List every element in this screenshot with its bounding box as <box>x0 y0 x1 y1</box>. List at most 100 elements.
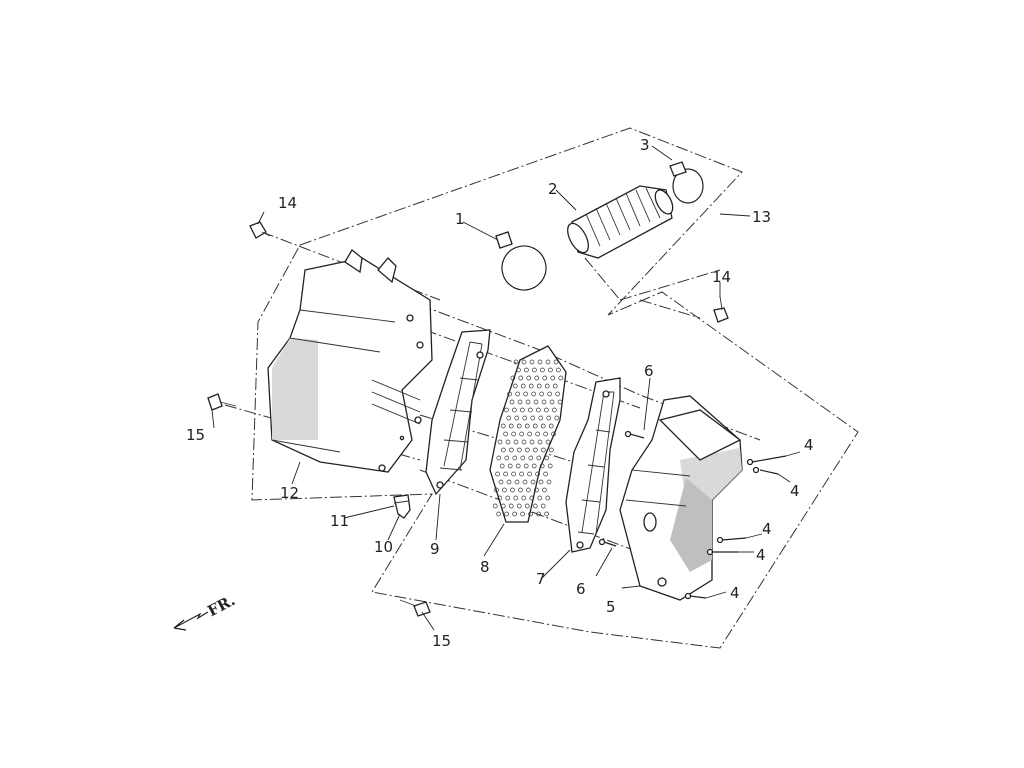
perforation-hole <box>511 431 516 437</box>
perforation-hole <box>508 423 514 429</box>
perforation-hole <box>505 439 511 445</box>
perforation-hole <box>519 431 524 437</box>
callout-13: 13 <box>752 208 771 226</box>
callout-4-b: 4 <box>790 482 800 500</box>
perforation-hole <box>532 367 537 373</box>
perforation-hole <box>557 399 563 405</box>
perforation-hole <box>549 447 554 453</box>
front-label: FR. <box>205 591 238 620</box>
perforation-hole <box>540 503 546 509</box>
perforation-hole <box>503 431 508 437</box>
hose-clamp-1 <box>495 231 547 291</box>
perforation-hole <box>516 423 522 429</box>
perforation-hole <box>512 511 517 517</box>
perforation-hole <box>513 495 519 501</box>
perforation-hole <box>521 439 527 445</box>
callout-14-top: 14 <box>278 194 297 212</box>
perforation-hole <box>502 487 507 493</box>
perforation-hole <box>515 463 521 469</box>
perforation-hole <box>529 359 535 365</box>
perforation-hole <box>536 511 541 517</box>
perforation-hole <box>504 511 509 517</box>
perforation-hole <box>530 415 536 421</box>
bolt-14-top <box>249 221 271 239</box>
perforation-hole <box>545 359 551 365</box>
front-direction-marker: FR. <box>173 591 238 631</box>
callout-7: 7 <box>536 570 546 588</box>
leader-lines <box>211 145 801 631</box>
perforation-hole <box>496 511 501 517</box>
perforation-hole <box>551 431 556 437</box>
perforation-hole <box>514 479 520 485</box>
perforation-hole <box>534 487 539 493</box>
perforation-hole <box>526 487 531 493</box>
callout-14-right: 14 <box>712 268 731 286</box>
filter-element <box>489 345 567 523</box>
perforation-hole <box>546 479 552 485</box>
perforation-hole <box>512 383 518 389</box>
perforation-hole <box>511 471 516 477</box>
callout-10: 10 <box>374 538 393 556</box>
perforation-hole <box>547 463 553 469</box>
perforation-hole <box>552 383 558 389</box>
perforation-hole <box>512 407 517 413</box>
callout-4-d: 4 <box>756 546 766 564</box>
perforation-hole <box>533 447 538 453</box>
perforation-hole <box>516 503 522 509</box>
callout-15-left: 15 <box>186 426 205 444</box>
perforation-hole <box>544 511 549 517</box>
perforation-hole <box>524 423 530 429</box>
perforation-hole <box>525 399 531 405</box>
callout-4-c: 4 <box>762 520 772 538</box>
perforation-hole <box>518 487 523 493</box>
perforation-hole <box>531 391 536 397</box>
intake-boot <box>567 185 674 259</box>
perforation-hole <box>549 399 555 405</box>
perforation-hole <box>508 503 514 509</box>
perforation-hole <box>533 399 539 405</box>
front-arrow-icon <box>173 611 209 631</box>
perforation-hole <box>545 495 551 501</box>
callout-6-bottom: 6 <box>576 580 586 598</box>
hose-clamp-3 <box>669 161 704 204</box>
perforation-hole <box>501 447 506 453</box>
perforation-hole <box>504 455 510 461</box>
perforation-hole <box>548 423 554 429</box>
perforation-hole <box>542 487 547 493</box>
perforation-hole <box>510 375 516 381</box>
perforation-hole <box>524 367 529 373</box>
perforation-hole <box>524 503 530 509</box>
perforation-hole <box>507 463 513 469</box>
perforation-hole <box>520 511 525 517</box>
perforation-hole <box>552 407 557 413</box>
perforation-hole <box>550 375 556 381</box>
perforation-hole <box>528 407 533 413</box>
perforation-hole <box>496 455 502 461</box>
perforation-hole <box>506 415 512 421</box>
callout-labels: 1 2 3 13 14 14 15 15 12 11 10 9 8 7 6 6 … <box>186 136 814 650</box>
perforation-hole <box>527 471 532 477</box>
perforation-hole <box>514 415 520 421</box>
perforation-hole <box>516 367 521 373</box>
perforation-hole <box>543 471 548 477</box>
screws-4 <box>684 455 787 600</box>
perforation-hole <box>537 495 543 501</box>
perforation-hole <box>523 463 529 469</box>
airbox-body <box>619 395 743 601</box>
perforation-hole <box>510 487 515 493</box>
perforation-hole <box>544 455 550 461</box>
perforation-hole <box>522 415 528 421</box>
perforation-hole <box>544 383 550 389</box>
perforation-hole <box>543 431 548 437</box>
perforation-hole <box>534 375 540 381</box>
callout-1: 1 <box>455 210 465 228</box>
perforation-hole <box>500 423 506 429</box>
callout-6-top: 6 <box>644 362 654 380</box>
perforation-hole <box>535 471 540 477</box>
perforation-hole <box>536 455 542 461</box>
perforation-hole <box>539 391 544 397</box>
perforation-hole <box>532 503 538 509</box>
perforation-hole <box>503 471 508 477</box>
perforation-hole <box>500 503 506 509</box>
